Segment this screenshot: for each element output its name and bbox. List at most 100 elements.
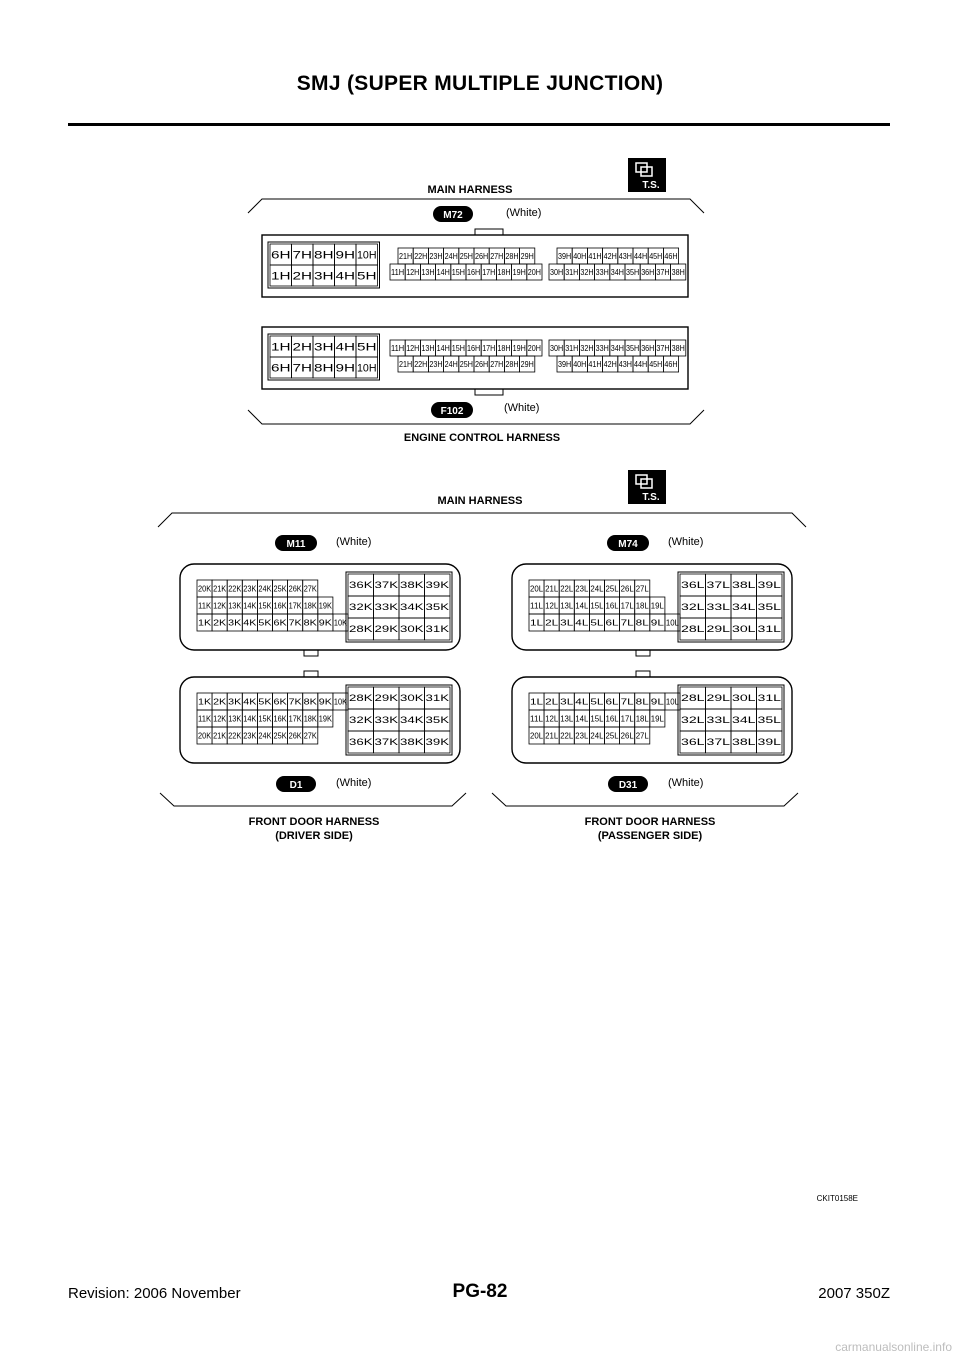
bottom-upper-bracket <box>157 512 807 528</box>
pin-label: 3L <box>560 618 573 628</box>
pin-block <box>267 241 380 289</box>
pin-label: 3K <box>228 618 242 628</box>
pin-label: 19K <box>319 601 332 611</box>
pin-label: 3H <box>314 341 334 353</box>
pin-label: 2L <box>545 618 558 628</box>
pin-label: 1K <box>198 697 212 707</box>
pin-label: 17K <box>289 714 302 724</box>
pin-label: 27H <box>490 252 503 261</box>
pin-label: 36H <box>641 344 654 353</box>
pin-label: 44H <box>634 252 647 261</box>
pin-label: 38H <box>672 268 685 277</box>
pin-label: 14L <box>575 714 588 724</box>
pin-label: 28H <box>505 252 518 261</box>
pin-label: 36K <box>349 737 373 747</box>
pin-label: 7L <box>621 697 634 707</box>
pin-label: 37K <box>375 580 399 590</box>
pin-label: 8H <box>314 362 334 374</box>
pin-label: 6H <box>271 362 291 374</box>
pin-label: 33K <box>375 715 399 725</box>
pin-label: 15H <box>452 268 465 277</box>
pin-label: 31H <box>565 344 578 353</box>
pin-label: 28L <box>681 693 705 703</box>
pin-label: 16K <box>274 601 287 611</box>
pin-label: 15L <box>590 714 603 724</box>
pin-label: 43H <box>619 360 632 369</box>
pin-cell <box>526 263 543 281</box>
pin-label: 34H <box>611 344 624 353</box>
pin-label: 21H <box>399 360 412 369</box>
m11-color: (White) <box>336 536 371 548</box>
pin-label: 10H <box>357 249 377 261</box>
m11-lock-tab <box>303 649 319 657</box>
pin-label: 12L <box>545 601 558 611</box>
pin-label: 39H <box>558 252 571 261</box>
pin-label: 31K <box>426 624 450 634</box>
pin-label: 38K <box>400 580 424 590</box>
pin-label: 29L <box>707 693 731 703</box>
pin-cell <box>317 709 334 728</box>
pin-label: 16K <box>274 714 287 724</box>
pin-label: 1H <box>271 341 291 353</box>
footer-model: 2007 350Z <box>818 1285 890 1302</box>
ts-icon-label: T.S. <box>642 492 659 503</box>
m74-id: M74 <box>618 539 638 550</box>
d1-color: (White) <box>336 777 371 789</box>
pin-label: 33H <box>596 344 609 353</box>
pin-label: 13L <box>560 601 573 611</box>
pin-label: 18K <box>304 601 317 611</box>
f102-connector-label: F102 (White) <box>431 402 539 418</box>
pin-label: 41H <box>588 252 601 261</box>
d31-lock-tab <box>635 670 651 678</box>
m74-connector-label: M74 (White) <box>607 535 703 551</box>
pin-label: 7K <box>289 697 303 707</box>
pin-label: 15K <box>258 714 271 724</box>
d1-id: D1 <box>290 780 303 791</box>
pin-label: 32L <box>681 602 705 612</box>
pin-label: 15K <box>258 601 271 611</box>
pin-label: 31H <box>565 268 578 277</box>
pin-label: 24K <box>258 731 271 741</box>
passenger-side-bracket <box>491 792 799 807</box>
pin-label: 21K <box>213 584 226 594</box>
pin-label: 31L <box>758 693 782 703</box>
pin-label: 23K <box>243 731 256 741</box>
pin-label: 6L <box>606 697 619 707</box>
pin-label: 25H <box>460 360 473 369</box>
d31-id: D31 <box>619 780 638 791</box>
pin-label: 10H <box>357 362 377 374</box>
pin-label: 17L <box>621 714 634 724</box>
ts-icon: T.S. <box>628 158 666 192</box>
watermark: carmanualsonline.info <box>835 1340 952 1354</box>
pin-label: 2H <box>293 270 313 282</box>
f102-color: (White) <box>504 402 539 414</box>
pin-block <box>345 571 453 643</box>
pin-label: 30H <box>550 344 563 353</box>
pin-label: 37L <box>707 580 731 590</box>
pin-label: 11K <box>198 714 211 724</box>
pin-label: 30K <box>400 693 424 703</box>
pin-label: 14K <box>243 714 256 724</box>
pin-label: 12H <box>406 344 419 353</box>
passenger-side-harness-label: FRONT DOOR HARNESS <box>585 816 716 828</box>
d31-connector-label: D31 (White) <box>608 776 703 792</box>
pin-label: 39K <box>426 580 450 590</box>
pin-label: 18K <box>304 714 317 724</box>
pin-label: 5K <box>258 697 272 707</box>
pin-label: 30L <box>732 624 756 634</box>
pin-label: 37L <box>707 737 731 747</box>
pin-cell <box>634 726 651 745</box>
driver-side-harness-label: FRONT DOOR HARNESS <box>249 816 380 828</box>
pin-label: 38K <box>400 737 424 747</box>
passenger-side-harness-sublabel: (PASSENGER SIDE) <box>598 830 703 842</box>
pin-label: 5H <box>357 270 377 282</box>
pin-label: 38L <box>732 580 756 590</box>
pin-cell <box>519 355 536 373</box>
pin-label: 9H <box>336 362 356 374</box>
pin-label: 42H <box>604 252 617 261</box>
pin-label: 30L <box>732 693 756 703</box>
pin-label: 39H <box>558 360 571 369</box>
pin-label: 24H <box>445 360 458 369</box>
pin-label: 5K <box>258 618 272 628</box>
